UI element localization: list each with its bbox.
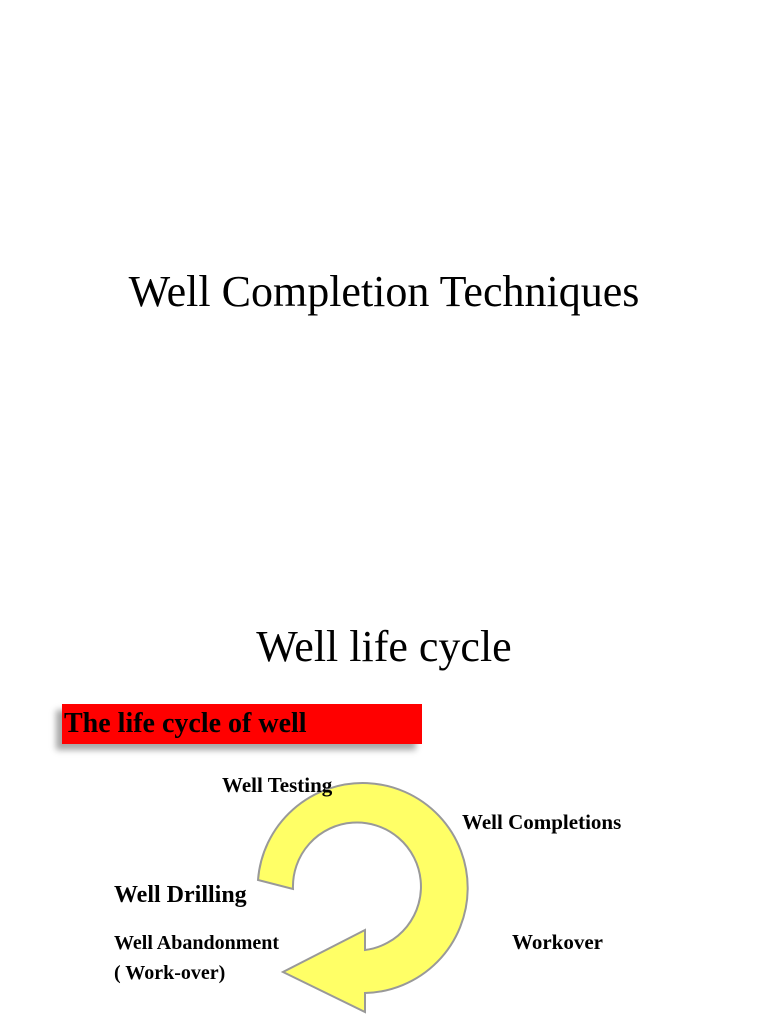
circular-arrow-icon xyxy=(256,782,469,1014)
cycle-arrow-diagram xyxy=(256,782,469,1014)
page-title: Well Completion Techniques xyxy=(128,267,640,316)
life-cycle-banner: The life cycle of well xyxy=(62,704,422,744)
label-well-abandonment: Well Abandonment xyxy=(114,932,280,954)
label-well-completions: Well Completions xyxy=(462,810,622,834)
label-well-testing: Well Testing xyxy=(222,773,333,797)
label-workover: Workover xyxy=(512,930,603,954)
slide-title: Well life cycle xyxy=(256,622,512,671)
banner-text: The life cycle of well xyxy=(64,708,307,739)
label-work-over: ( Work-over) xyxy=(114,962,226,984)
label-well-drilling: Well Drilling xyxy=(114,882,247,908)
